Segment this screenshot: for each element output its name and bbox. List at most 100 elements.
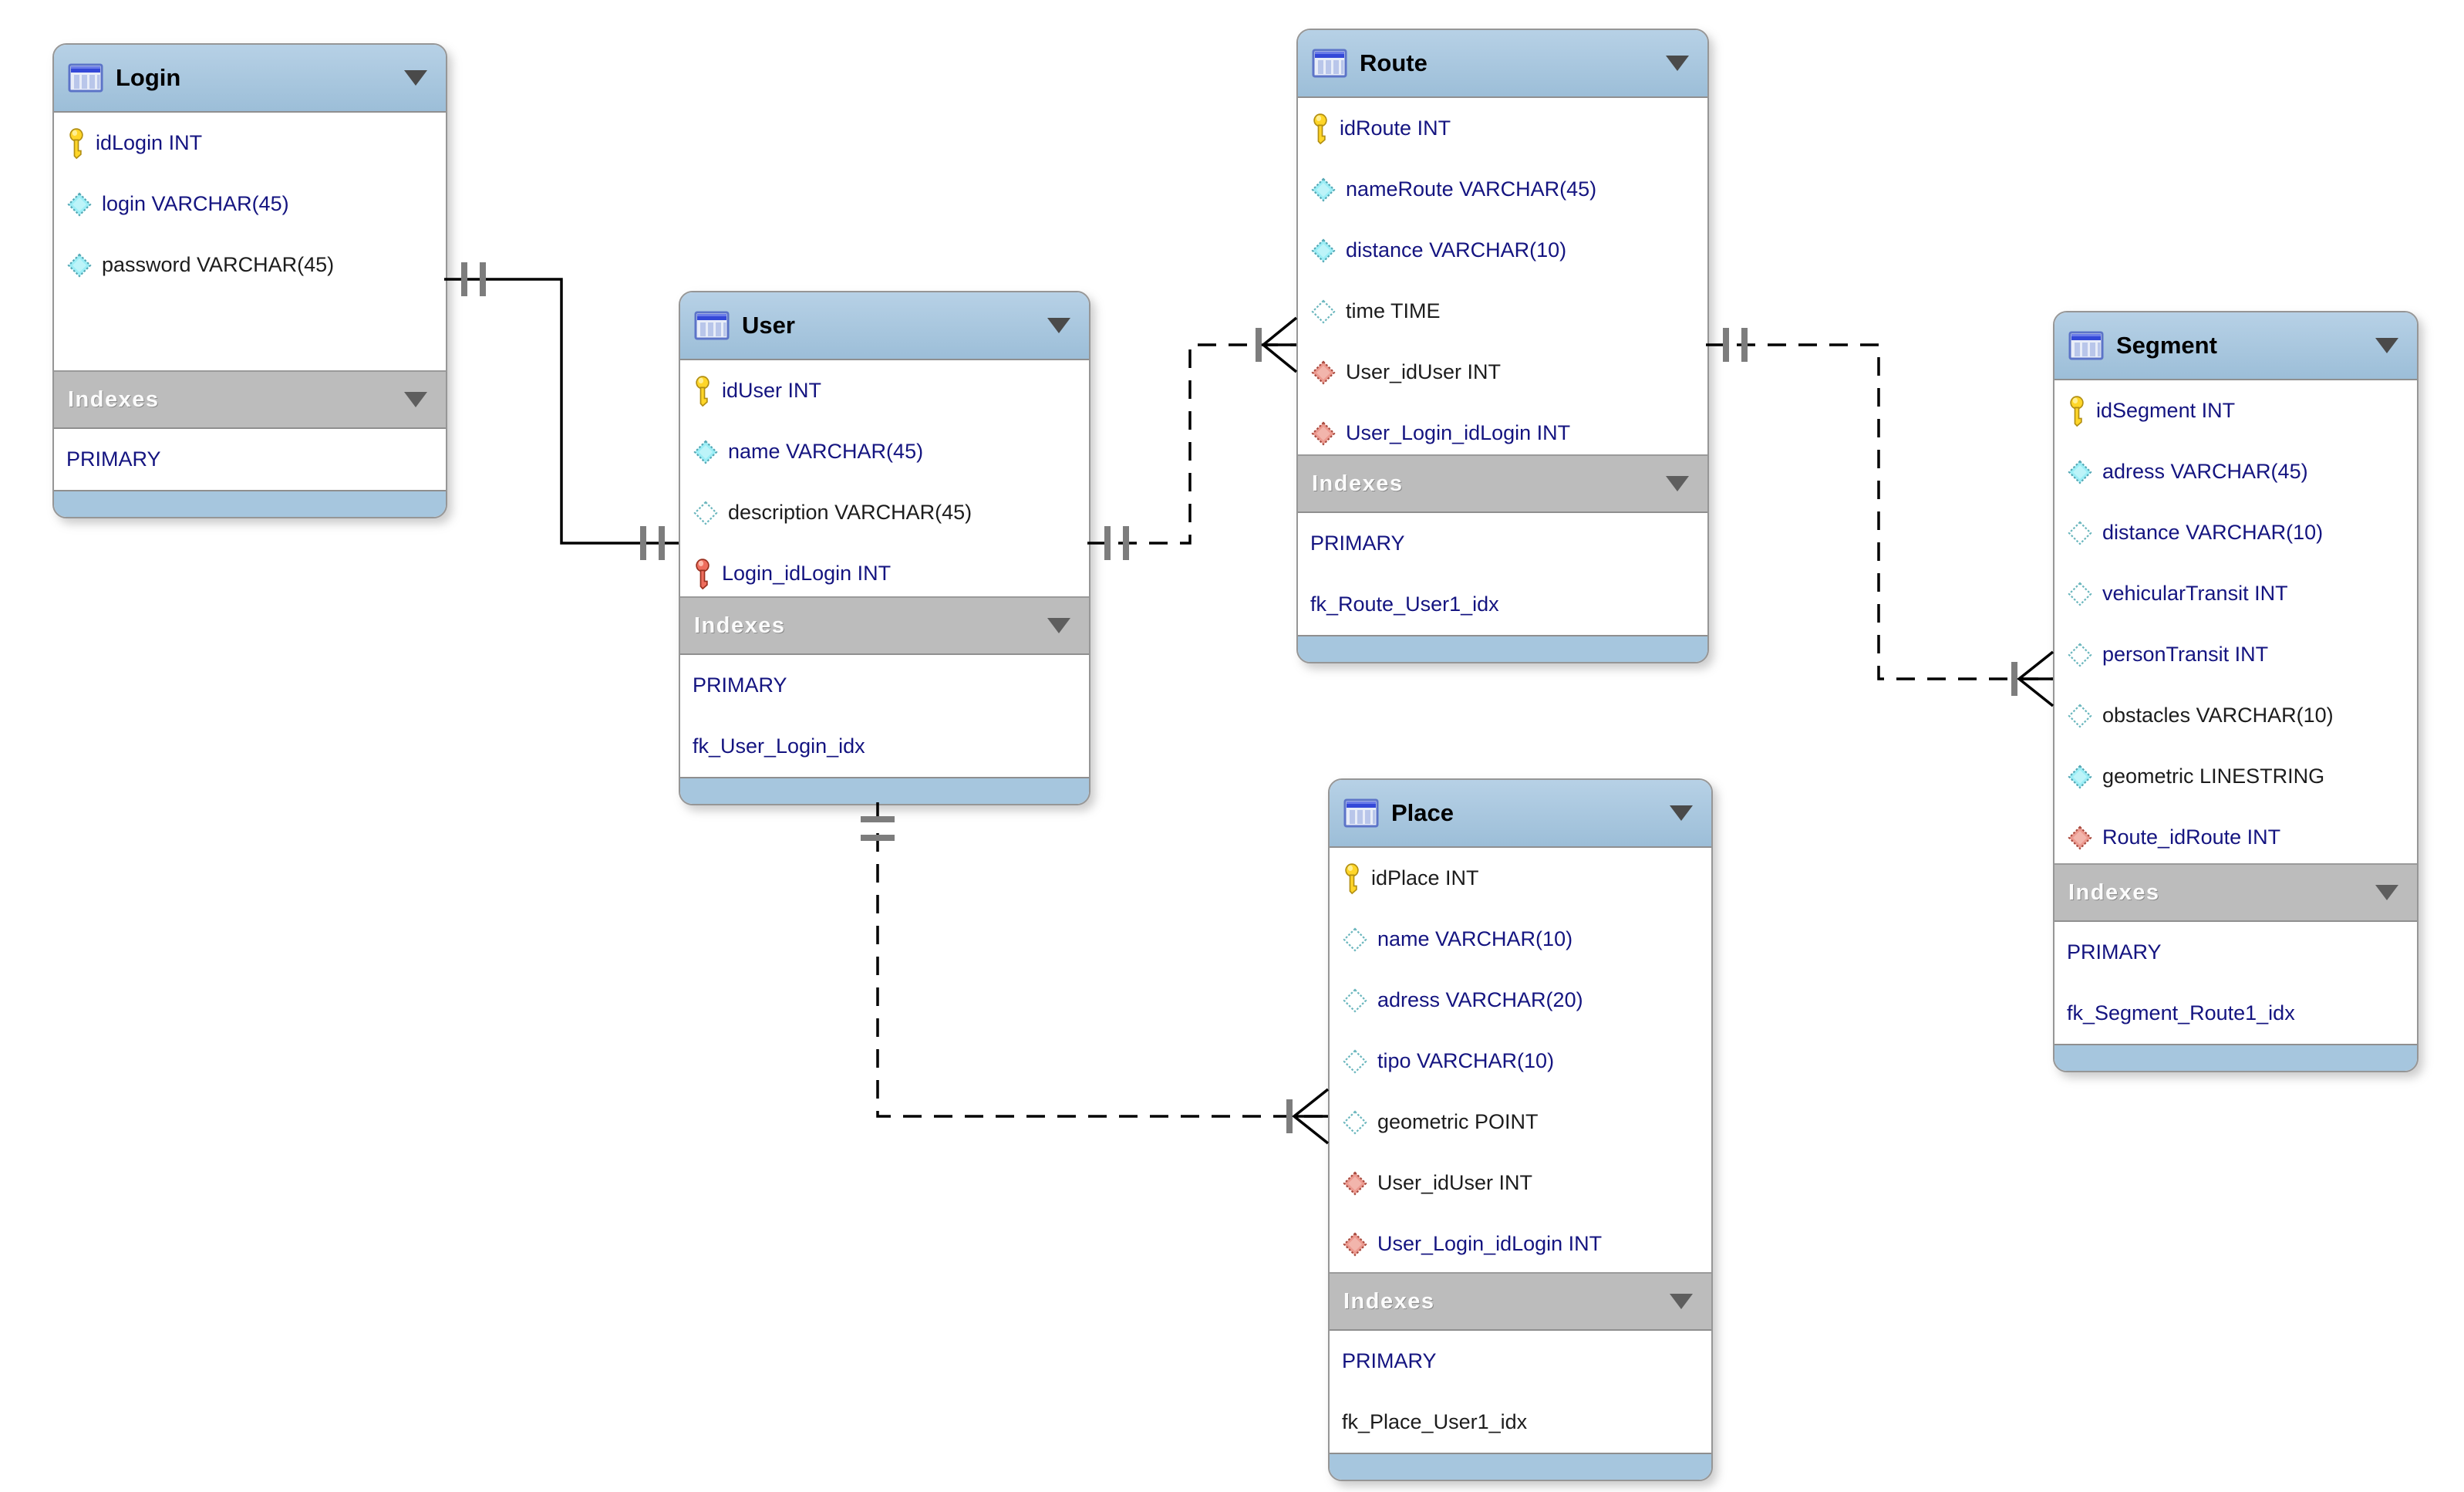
table-icon bbox=[2068, 331, 2104, 360]
collapse-arrow-icon[interactable] bbox=[404, 70, 427, 86]
column-label: User_idUser INT bbox=[1346, 360, 1502, 383]
table-place[interactable]: Place idPlace INT name VARCHAR(10) adres… bbox=[1328, 778, 1713, 1481]
column-label: User_idUser INT bbox=[1377, 1171, 1533, 1194]
column-row[interactable]: geometric POINT bbox=[1330, 1092, 1711, 1153]
column-row[interactable]: obstacles VARCHAR(10) bbox=[2054, 685, 2417, 746]
column-row[interactable]: distance VARCHAR(10) bbox=[1298, 220, 1707, 281]
index-row[interactable]: PRIMARY bbox=[680, 655, 1089, 716]
column-row[interactable]: name VARCHAR(10) bbox=[1330, 909, 1711, 970]
collapse-arrow-icon[interactable] bbox=[2375, 338, 2398, 353]
index-row[interactable]: PRIMARY bbox=[2054, 922, 2417, 983]
nullable-attribute-icon bbox=[1342, 927, 1368, 953]
indexes-header[interactable]: Indexes bbox=[2054, 863, 2417, 922]
column-row[interactable]: distance VARCHAR(10) bbox=[2054, 502, 2417, 563]
table-user[interactable]: User idUser INT name VARCHAR(45) descrip… bbox=[679, 291, 1090, 805]
nullable-attribute-icon bbox=[2067, 581, 2093, 607]
indexes-header[interactable]: Indexes bbox=[680, 596, 1089, 655]
table-route[interactable]: Route idRoute INT nameRoute VARCHAR(45) … bbox=[1296, 29, 1709, 663]
foreign-key-icon bbox=[1310, 359, 1336, 386]
nullable-attribute-icon bbox=[1342, 1048, 1368, 1075]
index-label: fk_User_Login_idx bbox=[693, 734, 865, 758]
column-row[interactable]: idRoute INT bbox=[1298, 98, 1707, 159]
table-segment[interactable]: Segment idSegment INT adress VARCHAR(45)… bbox=[2053, 311, 2418, 1072]
relationship-user-route[interactable] bbox=[1087, 316, 1298, 560]
index-row[interactable]: fk_Route_User1_idx bbox=[1298, 574, 1707, 635]
column-row[interactable]: time TIME bbox=[1298, 281, 1707, 342]
table-title: Route bbox=[1360, 49, 1428, 76]
column-row[interactable]: idSegment INT bbox=[2054, 380, 2417, 441]
table-place-header[interactable]: Place bbox=[1330, 780, 1711, 848]
table-segment-header[interactable]: Segment bbox=[2054, 312, 2417, 380]
column-row[interactable]: adress VARCHAR(20) bbox=[1330, 970, 1711, 1031]
nullable-attribute-icon bbox=[693, 500, 719, 526]
table-title: User bbox=[742, 312, 795, 339]
column-row[interactable]: geometric LINESTRING bbox=[2054, 746, 2417, 807]
column-row[interactable]: description VARCHAR(45) bbox=[680, 482, 1089, 543]
crow-foot-many-icon bbox=[1256, 316, 1298, 373]
column-label: name VARCHAR(10) bbox=[1377, 927, 1573, 950]
column-row[interactable]: password VARCHAR(45) bbox=[54, 235, 446, 295]
collapse-arrow-icon[interactable] bbox=[1047, 318, 1070, 333]
table-footer bbox=[1330, 1453, 1711, 1480]
column-row[interactable]: name VARCHAR(45) bbox=[680, 421, 1089, 482]
column-row[interactable]: tipo VARCHAR(10) bbox=[1330, 1031, 1711, 1092]
column-row[interactable]: idUser INT bbox=[680, 360, 1089, 421]
column-row[interactable]: adress VARCHAR(45) bbox=[2054, 441, 2417, 502]
index-row[interactable]: fk_Place_User1_idx bbox=[1330, 1392, 1711, 1453]
column-label: geometric LINESTRING bbox=[2102, 765, 2325, 788]
column-row[interactable]: login VARCHAR(45) bbox=[54, 174, 446, 235]
index-row[interactable]: PRIMARY bbox=[1330, 1331, 1711, 1392]
indexes-header[interactable]: Indexes bbox=[1298, 454, 1707, 513]
table-login-header[interactable]: Login bbox=[54, 45, 446, 113]
column-row[interactable]: idPlace INT bbox=[1330, 848, 1711, 909]
index-row[interactable]: fk_Segment_Route1_idx bbox=[2054, 983, 2417, 1044]
collapse-arrow-icon[interactable] bbox=[1670, 805, 1693, 821]
index-label: fk_Route_User1_idx bbox=[1310, 592, 1499, 616]
index-label: PRIMARY bbox=[1310, 532, 1405, 555]
collapse-arrow-icon[interactable] bbox=[1666, 476, 1689, 491]
column-row[interactable]: vehicularTransit INT bbox=[2054, 563, 2417, 624]
column-row[interactable]: User_idUser INT bbox=[1330, 1153, 1711, 1214]
table-login[interactable]: Login idLogin INT login VARCHAR(45) pass… bbox=[52, 43, 447, 518]
index-label: PRIMARY bbox=[693, 673, 787, 697]
column-row[interactable]: User_Login_idLogin INT bbox=[1330, 1214, 1711, 1272]
column-label: idUser INT bbox=[722, 379, 822, 402]
nullable-attribute-icon bbox=[2067, 642, 2093, 668]
column-label: vehicularTransit INT bbox=[2102, 582, 2288, 605]
not-null-attribute-icon bbox=[66, 252, 93, 278]
nullable-attribute-icon bbox=[1342, 987, 1368, 1014]
index-label: PRIMARY bbox=[66, 447, 161, 471]
index-row[interactable]: PRIMARY bbox=[1298, 513, 1707, 574]
index-label: fk_Place_User1_idx bbox=[1342, 1410, 1528, 1433]
table-route-header[interactable]: Route bbox=[1298, 30, 1707, 98]
collapse-arrow-icon[interactable] bbox=[2375, 885, 2398, 900]
column-row[interactable]: nameRoute VARCHAR(45) bbox=[1298, 159, 1707, 220]
relationship-route-segment[interactable] bbox=[1706, 328, 2054, 707]
relationship-user-place[interactable] bbox=[861, 802, 1330, 1145]
column-row[interactable]: personTransit INT bbox=[2054, 624, 2417, 685]
nullable-attribute-icon bbox=[2067, 703, 2093, 729]
not-null-attribute-icon bbox=[1310, 238, 1336, 264]
table-footer bbox=[54, 490, 446, 517]
indexes-header[interactable]: Indexes bbox=[54, 370, 446, 429]
table-icon bbox=[1312, 49, 1347, 78]
indexes-header[interactable]: Indexes bbox=[1330, 1272, 1711, 1331]
column-label: User_Login_idLogin INT bbox=[1346, 421, 1571, 444]
index-row[interactable]: PRIMARY bbox=[54, 429, 446, 490]
index-row[interactable]: fk_User_Login_idx bbox=[680, 716, 1089, 777]
column-row[interactable]: Route_idRoute INT bbox=[2054, 807, 2417, 863]
column-row[interactable]: idLogin INT bbox=[54, 113, 446, 174]
relationship-login-user[interactable] bbox=[444, 262, 679, 560]
column-row[interactable]: User_idUser INT bbox=[1298, 342, 1707, 403]
column-row[interactable]: Login_idLogin INT bbox=[680, 543, 1089, 596]
column-label: personTransit INT bbox=[2102, 643, 2269, 666]
column-row[interactable]: User_Login_idLogin INT bbox=[1298, 403, 1707, 454]
collapse-arrow-icon[interactable] bbox=[1047, 618, 1070, 633]
table-user-header[interactable]: User bbox=[680, 292, 1089, 360]
column-label: geometric POINT bbox=[1377, 1110, 1539, 1133]
collapse-arrow-icon[interactable] bbox=[1670, 1294, 1693, 1309]
collapse-arrow-icon[interactable] bbox=[404, 392, 427, 407]
not-null-attribute-icon bbox=[2067, 764, 2093, 790]
column-label: User_Login_idLogin INT bbox=[1377, 1232, 1603, 1255]
collapse-arrow-icon[interactable] bbox=[1666, 56, 1689, 71]
